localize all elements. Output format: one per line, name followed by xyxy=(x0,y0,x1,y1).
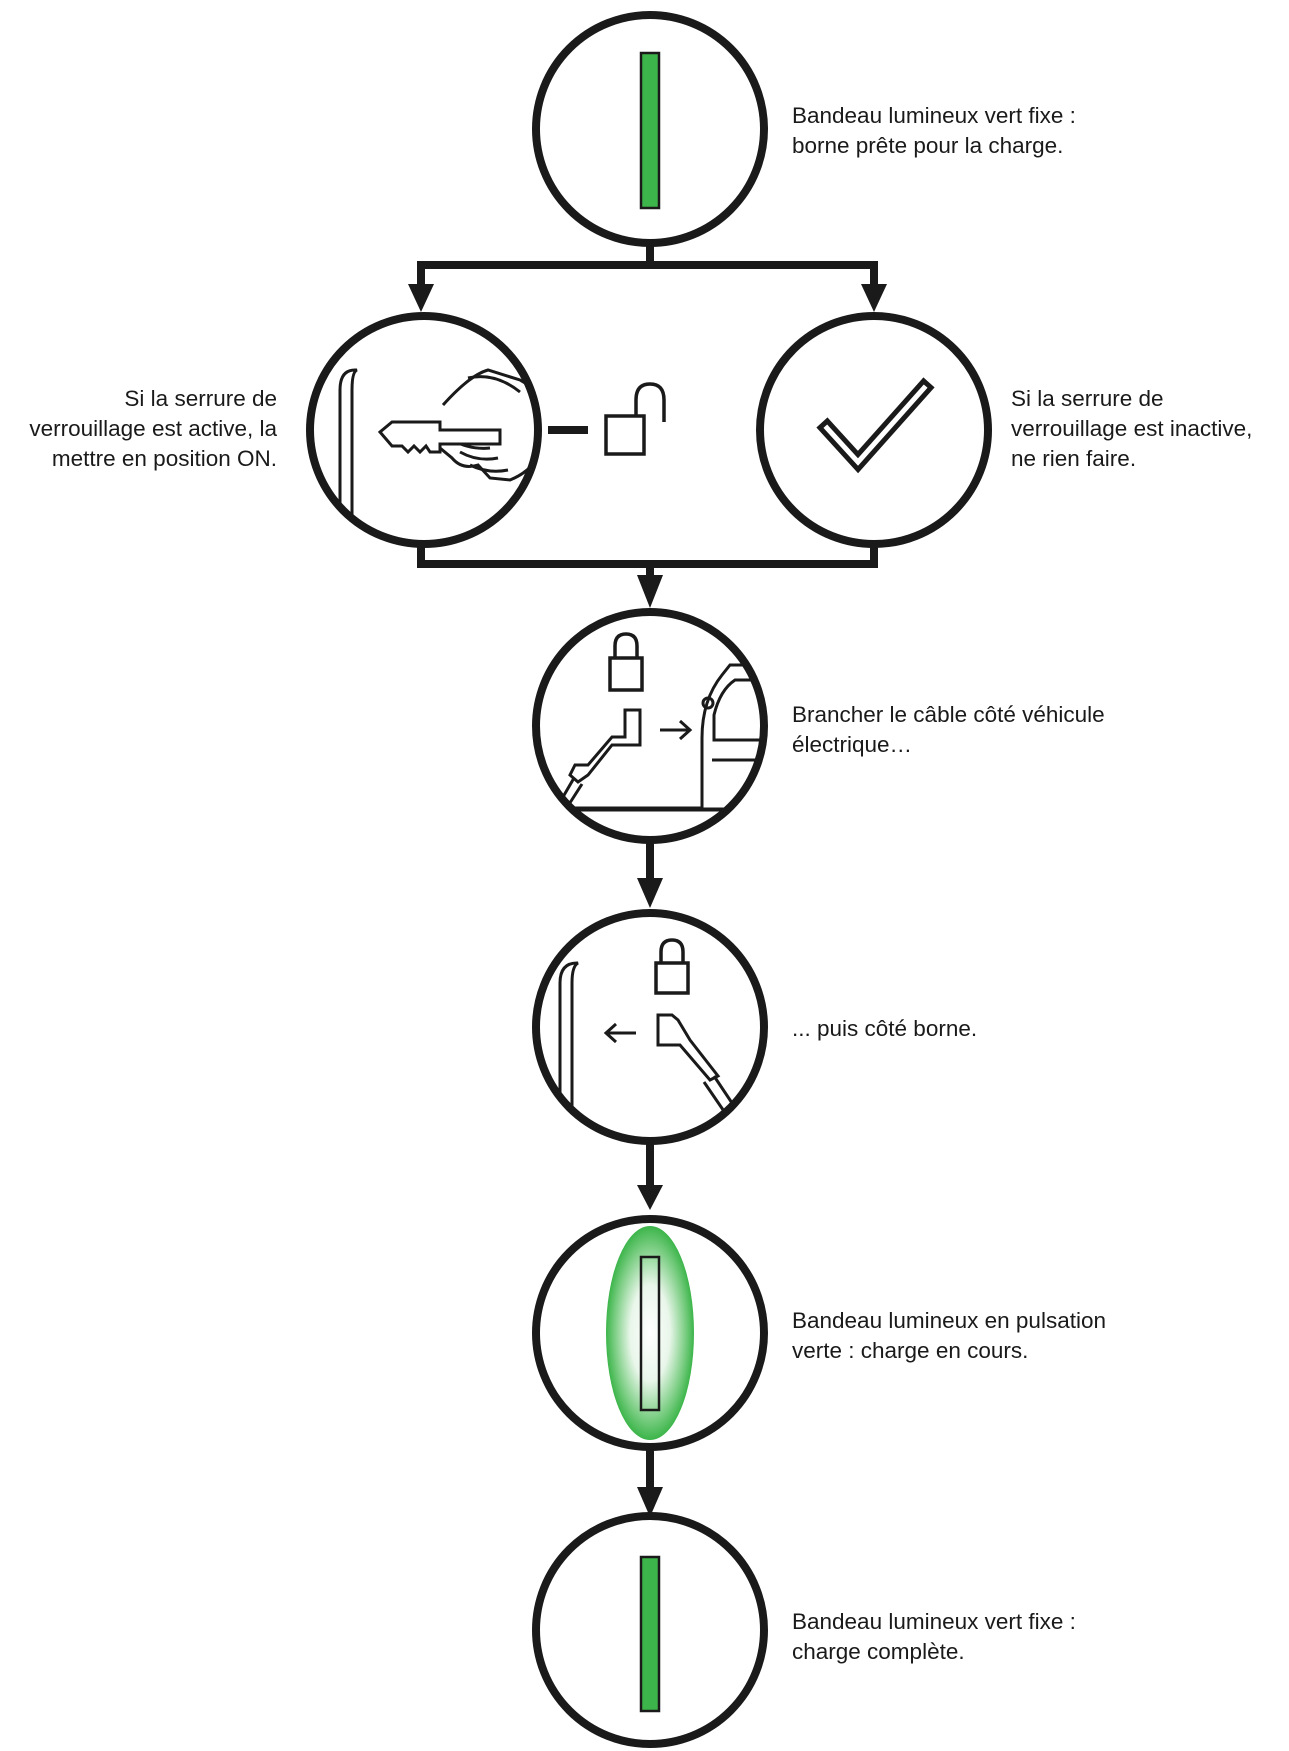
caption-line: verrouillage est active, la xyxy=(29,416,277,441)
caption-line: mettre en position ON. xyxy=(51,446,277,471)
pulsing-led-strip-icon xyxy=(639,1255,661,1412)
pulse-glow xyxy=(606,1226,694,1440)
arrow-down-icon xyxy=(637,878,663,908)
caption-line: verte : charge en cours. xyxy=(792,1338,1029,1363)
caption-line: électrique… xyxy=(792,732,913,757)
caption-line: Si la serrure de xyxy=(1011,386,1164,411)
arrow-right-icon xyxy=(660,719,693,741)
connector-lines xyxy=(417,242,878,1490)
arrow-left-icon xyxy=(603,1022,636,1044)
locked-padlock-icon xyxy=(654,938,690,995)
caption-plug-vehicle: Brancher le câble côté véhicule électriq… xyxy=(792,700,1105,760)
step-lock-inactive-icon xyxy=(756,312,992,548)
caption-lock-active: Si la serrure de verrouillage est active… xyxy=(0,384,277,474)
caption-lock-inactive: Si la serrure de verrouillage est inacti… xyxy=(1011,384,1252,474)
station-edge-shape xyxy=(558,961,579,1140)
step-plug-station-icon xyxy=(532,909,768,1145)
step-complete-icon xyxy=(532,1512,768,1748)
step-plug-vehicle-icon xyxy=(532,608,768,844)
unlocked-padlock-icon xyxy=(604,382,666,456)
caption-line: charge complète. xyxy=(792,1639,965,1664)
arrow-down-icon xyxy=(637,575,663,608)
caption-complete: Bandeau lumineux vert fixe : charge comp… xyxy=(792,1607,1076,1667)
arrowheads xyxy=(408,284,887,1517)
step-lock-active-icon xyxy=(306,312,666,548)
key-icon xyxy=(377,420,502,455)
caption-line: Brancher le câble côté véhicule xyxy=(792,702,1105,727)
caption-ready: Bandeau lumineux vert fixe : borne prête… xyxy=(792,101,1076,161)
station-edge-shape xyxy=(338,368,358,544)
caption-line: Bandeau lumineux vert fixe : xyxy=(792,103,1076,128)
caption-line: ne rien faire. xyxy=(1011,446,1137,471)
arrow-down-icon xyxy=(637,1185,663,1210)
green-led-strip-icon xyxy=(639,51,661,210)
arrow-down-icon xyxy=(861,284,887,312)
caption-charging: Bandeau lumineux en pulsation verte : ch… xyxy=(792,1306,1106,1366)
caption-line: ... puis côté borne. xyxy=(792,1016,978,1041)
plug-icon xyxy=(656,1013,721,1082)
arrow-down-icon xyxy=(408,284,434,312)
caption-line: borne prête pour la charge. xyxy=(792,133,1064,158)
caption-line: Si la serrure de xyxy=(124,386,277,411)
caption-line: Bandeau lumineux en pulsation xyxy=(792,1308,1106,1333)
step-charging-icon xyxy=(532,1215,768,1451)
step-ready-icon xyxy=(532,11,768,247)
locked-padlock-icon xyxy=(608,632,644,692)
caption-plug-station: ... puis côté borne. xyxy=(792,1014,977,1044)
caption-line: verrouillage est inactive, xyxy=(1011,416,1253,441)
green-led-strip-icon xyxy=(639,1555,661,1713)
arrow-down-icon xyxy=(637,1487,663,1517)
caption-line: Bandeau lumineux vert fixe : xyxy=(792,1609,1076,1634)
